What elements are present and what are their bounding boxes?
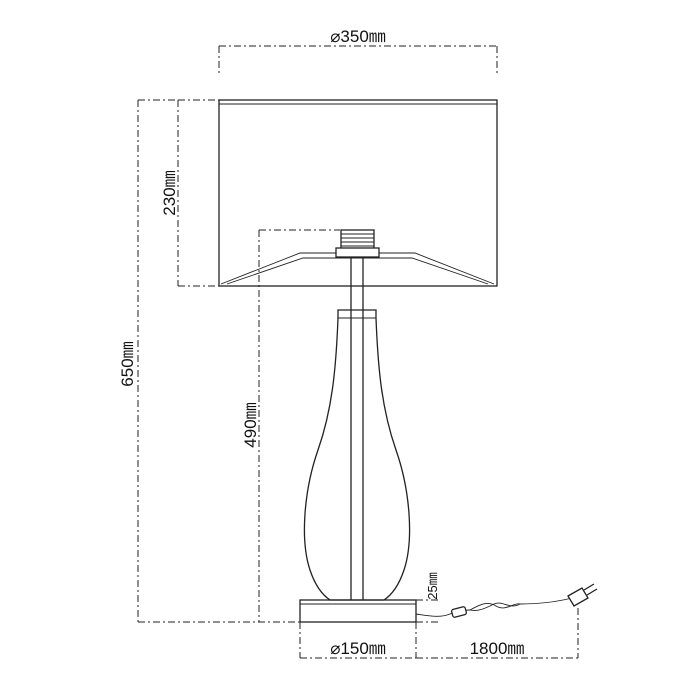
plug (567, 583, 598, 607)
lamp-shade (218, 99, 498, 287)
shade-height-label: 230㎜ (160, 170, 179, 215)
plug-pin-2 (586, 588, 598, 596)
plug-body (567, 587, 589, 607)
shade-diameter-dimension: ⌀350㎜ (218, 27, 498, 76)
base-diameter-label: ⌀150㎜ (330, 639, 386, 658)
lamp-glass-body (303, 309, 411, 601)
plug-pin-1 (583, 583, 595, 591)
socket-body (340, 229, 375, 251)
fitting-height-dimension: 490㎜ (241, 229, 340, 622)
shade-inner-frame-lower (226, 257, 489, 285)
socket-collar (335, 247, 380, 258)
shade-height-dimension: 230㎜ (160, 99, 219, 287)
total-height-dimension: 650㎜ (118, 99, 300, 623)
base-height-label: 25㎜ (425, 572, 440, 599)
cable-length-dimension: 1800㎜ (416, 608, 579, 659)
glass-body-outline (303, 309, 411, 601)
shade-outline (218, 99, 498, 287)
cable-twist (469, 602, 521, 611)
cable-line (415, 597, 573, 617)
inline-switch (451, 606, 467, 618)
lamp-socket (335, 229, 380, 258)
fitting-height-label: 490㎜ (241, 402, 260, 447)
base-height-dimension: 25㎜ (416, 572, 440, 623)
base-block (299, 599, 417, 623)
lamp-base (299, 599, 417, 623)
shade-diameter-label: ⌀350㎜ (330, 27, 386, 46)
cable-length-label: 1800㎜ (470, 639, 525, 658)
total-height-label: 650㎜ (118, 341, 137, 386)
base-diameter-dimension: ⌀150㎜ (299, 622, 417, 659)
lamp-stem (350, 257, 364, 600)
power-cable (415, 583, 598, 618)
